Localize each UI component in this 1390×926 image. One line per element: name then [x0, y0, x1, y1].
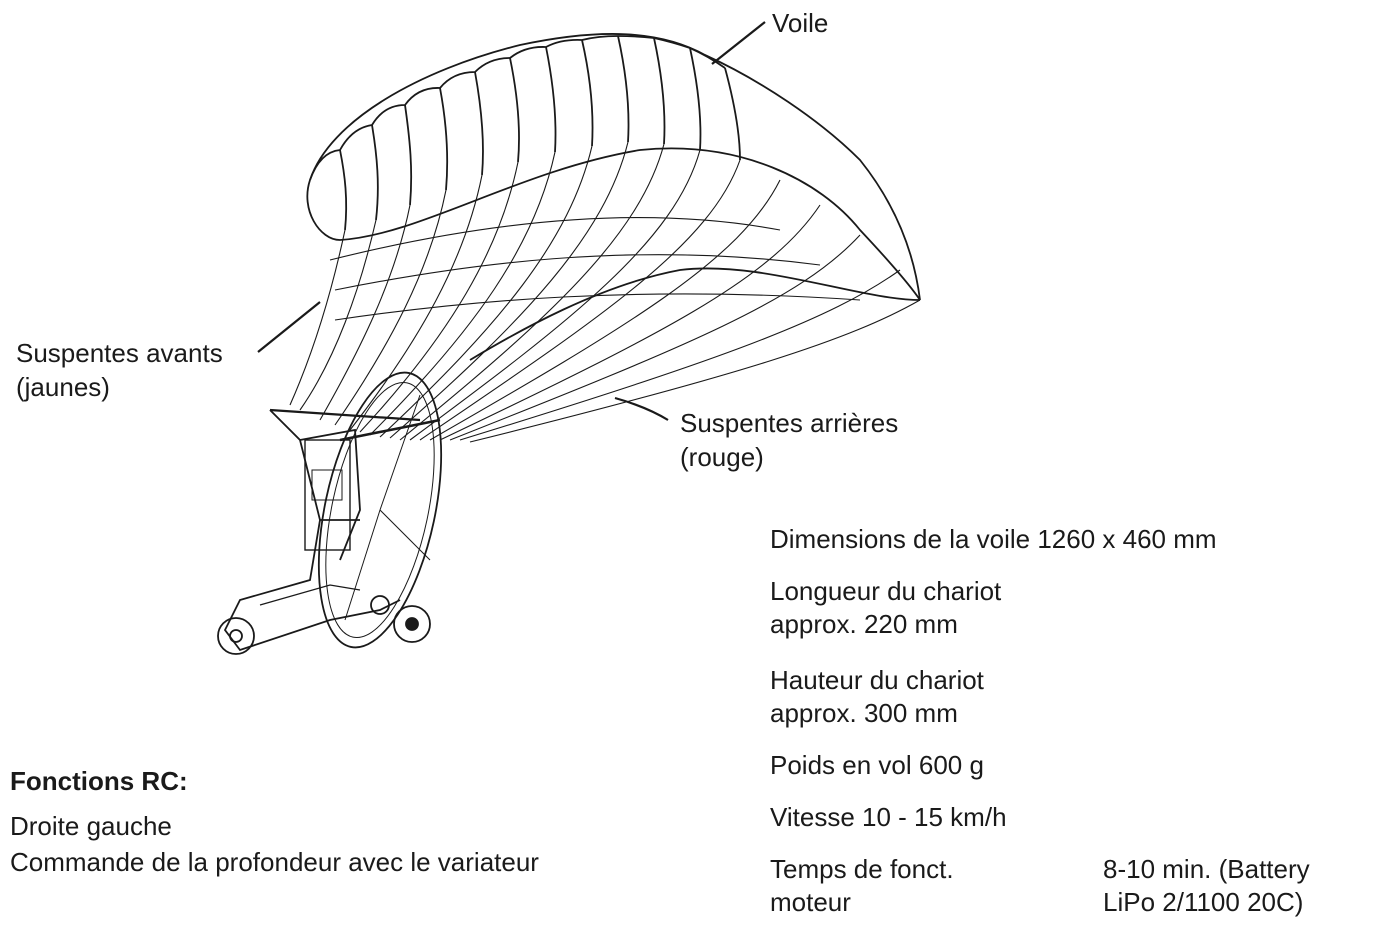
- rear-wheel: [393, 605, 431, 643]
- suspension-lines: [289, 141, 921, 443]
- spec-cart-height: Hauteur du chariot approx. 300 mm: [770, 665, 984, 728]
- cart: [217, 371, 443, 655]
- spec-flight-weight: Poids en vol 600 g: [770, 750, 984, 780]
- spec-cart-length: Longueur du chariot approx. 220 mm: [770, 576, 1002, 639]
- rc-function-line: Droite gauche: [10, 811, 172, 841]
- propeller-cage: [317, 371, 443, 649]
- canopy-trailing-edge: [306, 147, 921, 301]
- canopy: [306, 33, 921, 361]
- label-voile: Voile: [772, 8, 829, 38]
- sail-pointer: [711, 21, 766, 65]
- label-front-lines: Suspentes avants (jaunes): [16, 338, 223, 402]
- label-rear-lines: Suspentes arrières (rouge): [680, 408, 899, 472]
- spec-motor-time-label: Temps de fonct. moteur: [770, 854, 954, 917]
- rc-function-line: Commande de la profondeur avec le variat…: [10, 847, 539, 877]
- front-wheel: [217, 617, 255, 655]
- cart-frame: [223, 409, 401, 652]
- rear-lines-pointer: [614, 396, 669, 421]
- front-lines-pointer: [257, 301, 321, 353]
- rc-functions-title: Fonctions RC:: [10, 766, 188, 796]
- spec-speed: Vitesse 10 - 15 km/h: [770, 802, 1007, 832]
- canopy-leading-edge: [309, 33, 921, 301]
- spec-sail-dimensions: Dimensions de la voile 1260 x 460 mm: [770, 524, 1217, 554]
- spec-motor-time-value: 8-10 min. (Battery LiPo 2/1100 20C): [1103, 854, 1310, 917]
- canopy-rear-underside: [469, 267, 921, 361]
